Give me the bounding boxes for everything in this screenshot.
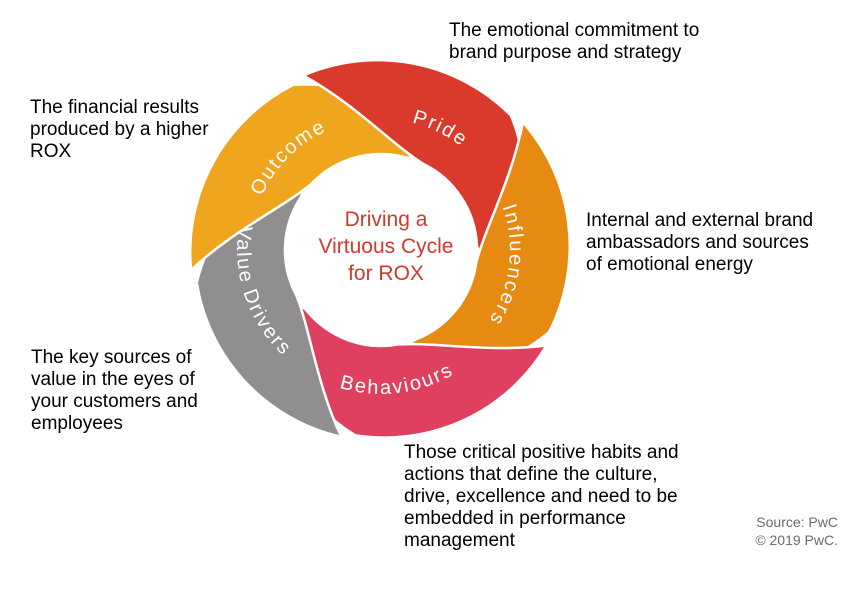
text-line: The financial results — [30, 97, 199, 118]
center-white-circle — [287, 156, 475, 344]
text-line: drive, excellence and need to be — [404, 486, 678, 507]
text-line: ambassadors and sources — [586, 232, 809, 253]
text-line: brand purpose and strategy — [449, 42, 682, 63]
text-line: management — [404, 530, 515, 551]
text-line: actions that define the culture, — [404, 464, 658, 485]
text-line: Virtuous Cycle — [318, 235, 454, 258]
text-line: The key sources of — [31, 347, 192, 368]
text-line: embedded in performance — [404, 508, 626, 529]
text-line: value in the eyes of — [31, 369, 195, 390]
text-line: for ROX — [348, 262, 424, 285]
text-line: employees — [31, 413, 123, 434]
text-line: your customers and — [31, 391, 198, 412]
text-line: ROX — [30, 141, 72, 162]
text-line: Source: PwC — [756, 514, 838, 530]
text-line: Driving a — [344, 208, 428, 231]
diagram-center-title: Driving a Virtuous Cycle for ROX — [276, 206, 496, 287]
text-line: produced by a higher — [30, 119, 209, 140]
source-attribution: Source: PwC © 2019 PwC. — [640, 513, 838, 549]
text-line: Internal and external brand — [586, 210, 814, 231]
text-line: © 2019 PwC. — [755, 532, 838, 548]
text-line: The emotional commitment to — [449, 20, 700, 41]
text-line: Those critical positive habits and — [404, 442, 679, 463]
text-line: of emotional energy — [586, 254, 753, 275]
